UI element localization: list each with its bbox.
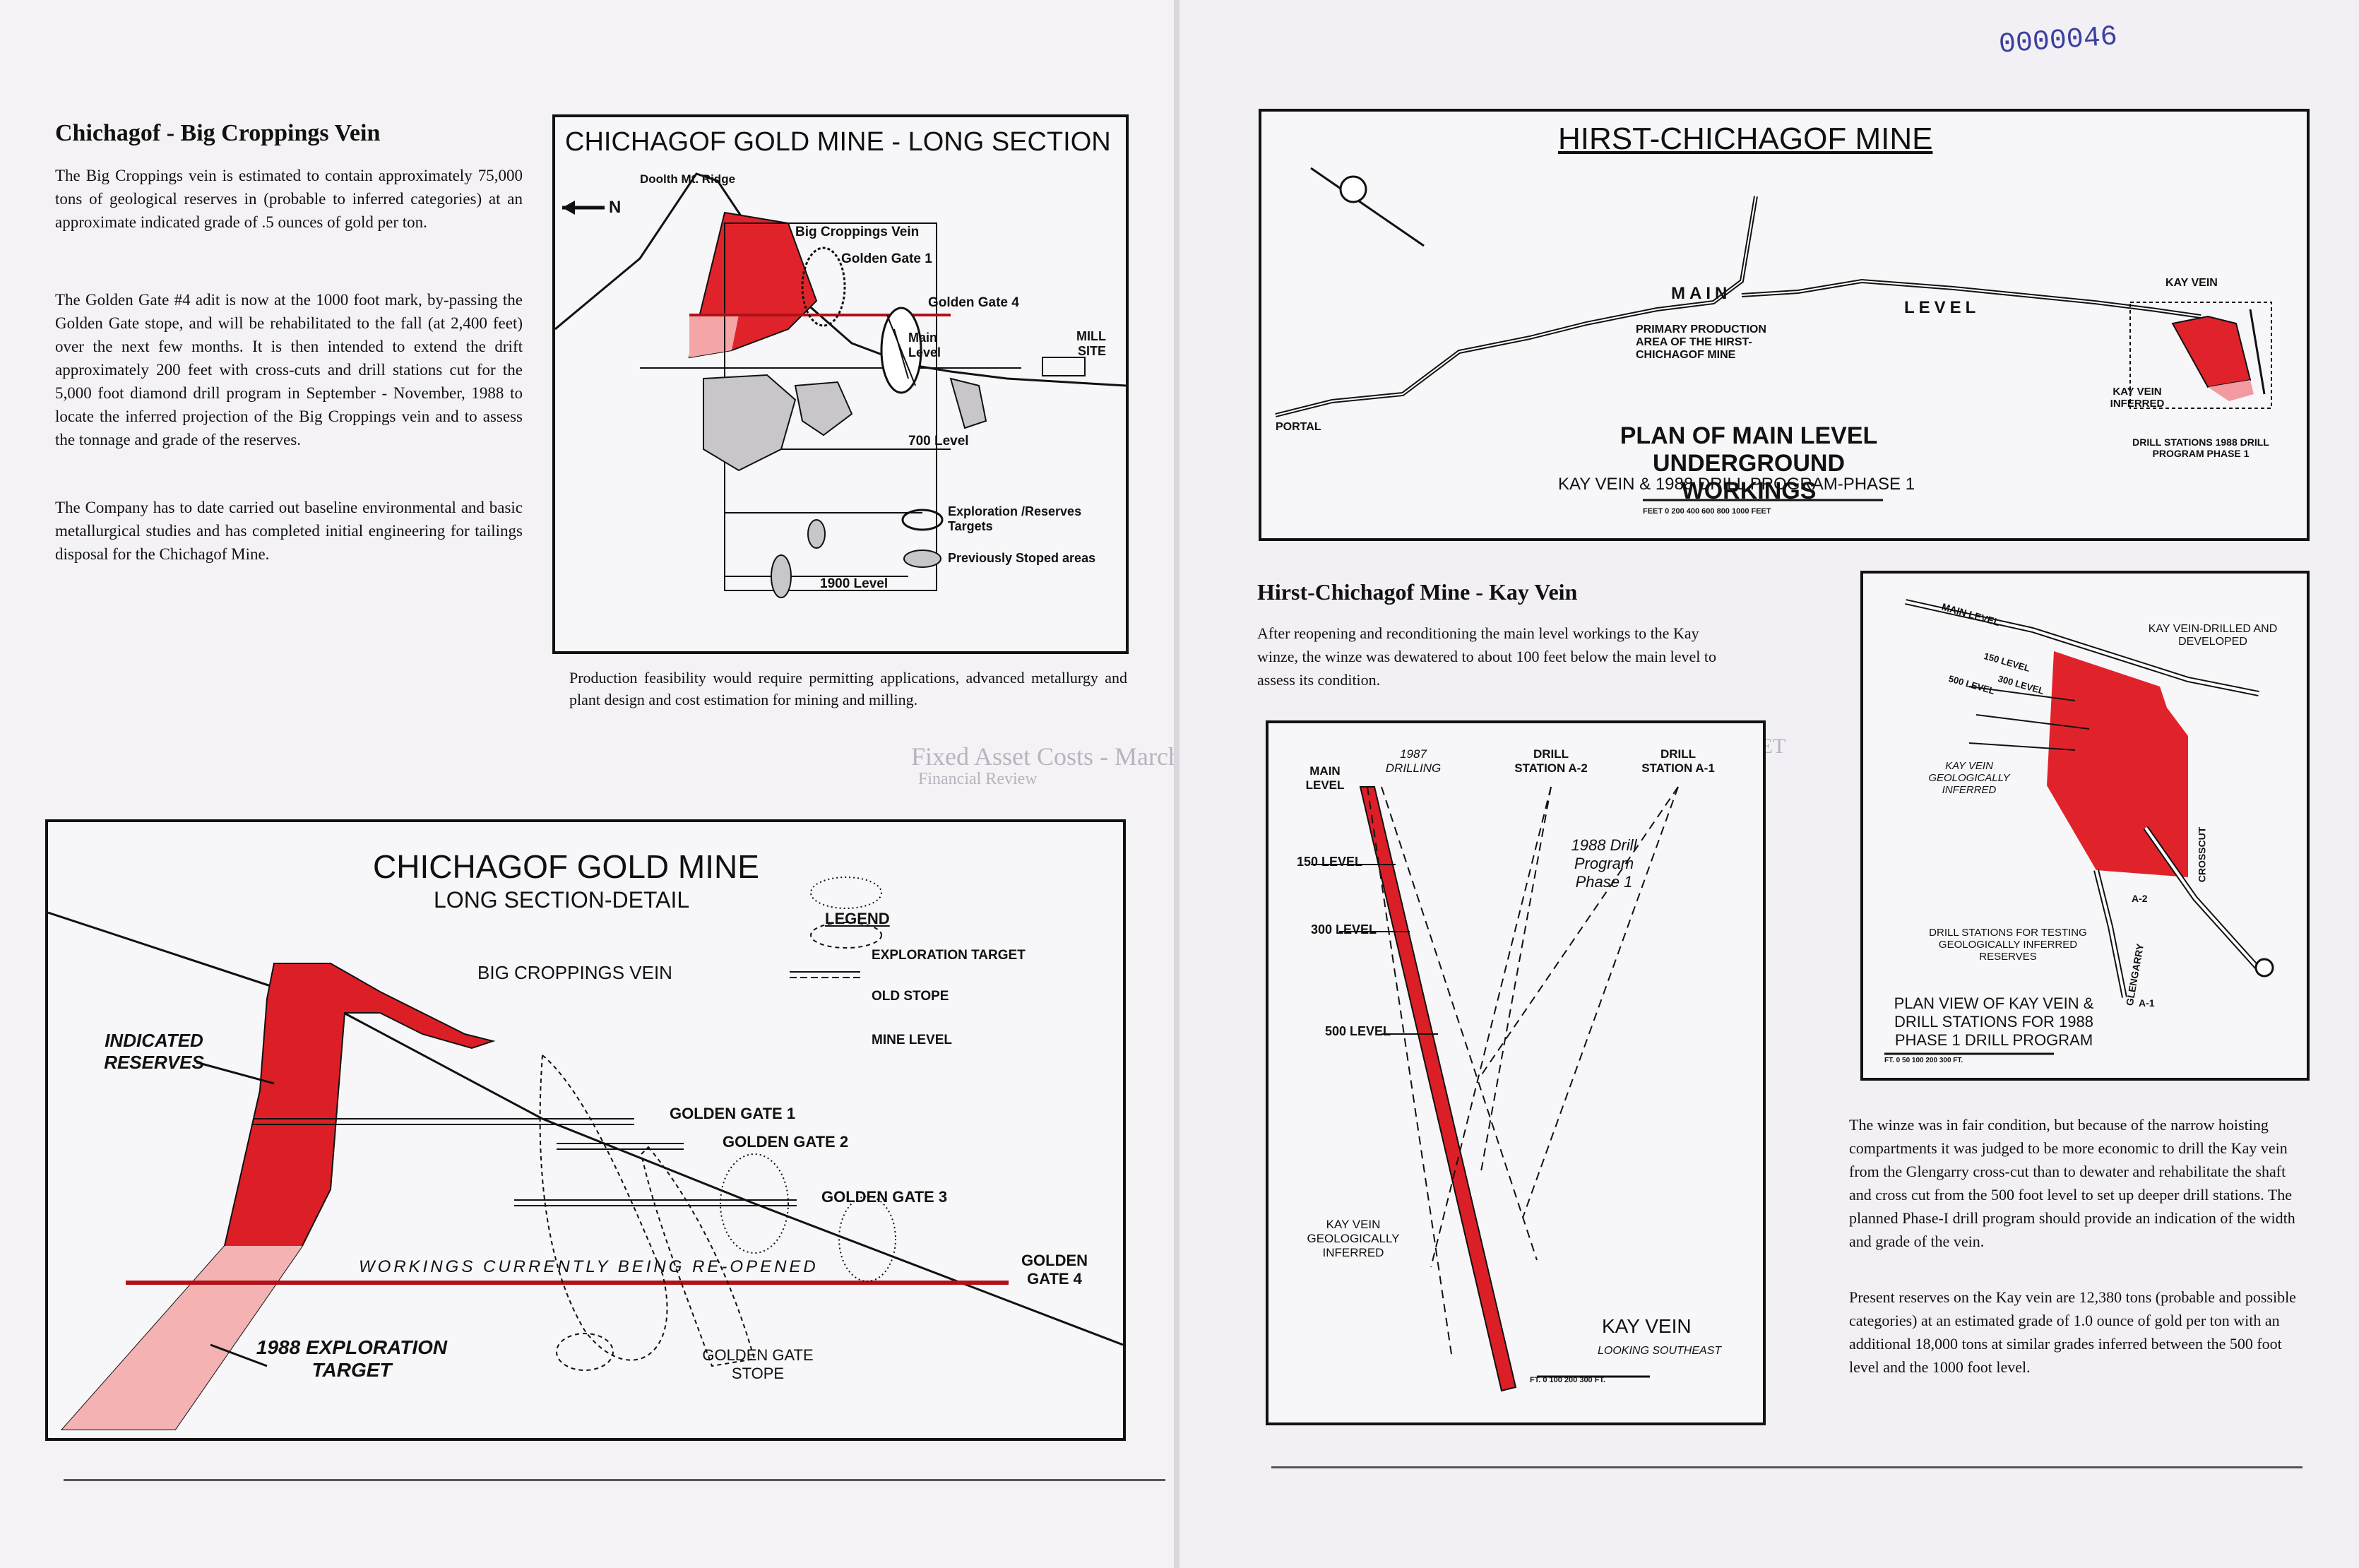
section-300-level: 300 LEVEL — [1311, 922, 1377, 937]
long-section-figure: CHICHAGOF GOLD MINE - LONG SECTION Doolt… — [552, 114, 1129, 654]
long-section-title: CHICHAGOF GOLD MINE - LONG SECTION — [565, 127, 1111, 157]
kay-vein-para-3: Present reserves on the Kay vein are 12,… — [1849, 1288, 2296, 1376]
gg4-label: GOLDEN GATE 4 — [1021, 1252, 1088, 1288]
kay-inferred-label: KAY VEIN INFERRED — [2110, 386, 2165, 410]
pv-crosscut: CROSSCUT — [2196, 826, 2208, 883]
kay-plan-view-figure: MAIN LEVEL KAY VEIN-DRILLED AND DEVELOPE… — [1860, 571, 2310, 1081]
pv-drilled: KAY VEIN-DRILLED AND DEVELOPED — [2148, 623, 2278, 648]
left-bottom-rule — [64, 1479, 1165, 1481]
pv-title: PLAN VIEW OF KAY VEIN & DRILL STATIONS F… — [1894, 994, 2094, 1049]
section-title: KAY VEIN — [1602, 1315, 1692, 1337]
indicated-reserves-label: INDICATED RESERVES — [104, 1030, 204, 1073]
drill-stations-label: DRILL STATIONS 1988 DRILL PROGRAM PHASE … — [2132, 436, 2269, 459]
golden-gate-1-label: Golden Gate 1 — [841, 251, 932, 266]
exploration-target-label: 1988 EXPLORATION TARGET — [256, 1336, 448, 1381]
plan-scale: FEET 0 200 400 600 800 1000 FEET — [1643, 507, 1771, 516]
section-ds-a1: DRILL STATION A-1 — [1641, 747, 1715, 775]
legend-targets-label: Exploration /Reserves Targets — [948, 504, 1082, 533]
pv-a2: A-2 — [2132, 893, 2148, 904]
section-ds-a2: DRILL STATION A-2 — [1514, 747, 1588, 775]
golden-gate-4-label: Golden Gate 4 — [928, 295, 1019, 310]
plan-caption: KAY VEIN & 1988 DRILL PROGRAM-PHASE 1 — [1558, 475, 1915, 494]
long-section-detail-diagram — [48, 877, 1123, 1430]
document-id-stamp: 0000046 — [1997, 21, 2119, 61]
legend-stoped-label: Previously Stoped areas — [948, 551, 1096, 565]
portal-label: PORTAL — [1276, 421, 1321, 433]
primary-area-label: PRIMARY PRODUCTION AREA OF THE HIRST-CHI… — [1636, 323, 1766, 361]
legend-exploration-label: EXPLORATION TARGET — [872, 948, 1026, 963]
level-700-label: 700 Level — [908, 434, 969, 449]
plan-title: HIRST-CHICHAGOF MINE — [1558, 121, 1933, 156]
section-500-level: 500 LEVEL — [1325, 1024, 1391, 1038]
main-level-plan-figure: HIRST-CHICHAGOF MINE MAIN LEVEL PRIMARY … — [1259, 109, 2310, 541]
detail-title: CHICHAGOF GOLD MINE — [373, 848, 759, 885]
long-section-caption: Production feasibility would require per… — [569, 669, 1127, 708]
kay-vein-label: KAY VEIN — [2165, 277, 2218, 289]
pv-inferred: KAY VEIN GEOLOGICALLY INFERRED — [1928, 760, 2010, 796]
big-croppings-para-1: The Big Croppings vein is estimated to c… — [55, 167, 523, 231]
main-level-label: Main Level — [908, 331, 941, 360]
section-150-level: 150 LEVEL — [1297, 855, 1363, 869]
kay-vein-heading: Hirst-Chichagof Mine - Kay Vein — [1257, 579, 1578, 605]
gg1-label: GOLDEN GATE 1 — [670, 1105, 796, 1122]
long-section-diagram — [555, 172, 1126, 598]
big-croppings-vein-label: Big Croppings Vein — [795, 225, 920, 239]
big-croppings-para-2: The Golden Gate #4 adit is now at the 10… — [55, 291, 523, 449]
section-main-level: MAIN LEVEL — [1305, 764, 1345, 792]
kay-vein-para-1: After reopening and reconditioning the m… — [1257, 624, 1716, 689]
plan-main-label: MAIN — [1671, 284, 1732, 303]
kay-vein-section-figure: MAIN LEVEL 1987 DRILLING DRILL STATION A… — [1266, 720, 1766, 1425]
show-through-text: Financial Review — [918, 770, 1038, 788]
detail-subtitle: LONG SECTION-DETAIL — [434, 887, 690, 913]
detail-legend-title: LEGEND — [825, 910, 890, 927]
mill-site-label: MILL SITE — [1076, 329, 1106, 358]
section-inferred: KAY VEIN GEOLOGICALLY INFERRED — [1307, 1218, 1400, 1259]
legend-mine-level-label: MINE LEVEL — [872, 1033, 953, 1047]
gg2-label: GOLDEN GATE 2 — [723, 1133, 849, 1151]
section-program: 1988 Drill Program Phase 1 — [1571, 836, 1637, 891]
golden-gate-stope-label: GOLDEN GATE STOPE — [702, 1346, 814, 1382]
kay-vein-section-diagram — [1311, 786, 1679, 1392]
plan-subtitle: PLAN OF MAIN LEVEL UNDERGROUND WORKINGS — [1620, 422, 1878, 504]
ridge-label: Doolth Mt. Ridge — [640, 172, 736, 186]
legend-old-stope-label: OLD STOPE — [872, 989, 949, 1004]
main-level-plan-diagram — [1275, 167, 2272, 501]
big-croppings-label: BIG CROPPINGS VEIN — [477, 962, 672, 983]
long-section-detail-figure: CHICHAGOF GOLD MINE LONG SECTION-DETAIL … — [45, 819, 1126, 1441]
big-croppings-para-3: The Company has to date carried out base… — [55, 499, 523, 563]
workings-label: WORKINGS CURRENTLY BEING RE-OPENED — [359, 1257, 819, 1276]
plan-level-label: LEVEL — [1904, 298, 1980, 317]
gg3-label: GOLDEN GATE 3 — [821, 1188, 948, 1206]
pv-a1: A-1 — [2139, 997, 2155, 1009]
section-looking: LOOKING SOUTHEAST — [1598, 1345, 1722, 1357]
pv-scale: FT. 0 50 100 200 300 FT. — [1884, 1057, 1963, 1064]
kay-vein-para-2: The winze was in fair condition, but bec… — [1849, 1116, 2295, 1250]
pv-stations: DRILL STATIONS FOR TESTING GEOLOGICALLY … — [1929, 927, 2087, 963]
big-croppings-heading: Chichagof - Big Croppings Vein — [55, 120, 381, 146]
left-page: Fixed Asset Costs - March 31, 1988 Finan… — [0, 0, 1276, 1568]
level-1900-label: 1900 Level — [820, 576, 889, 591]
north-label: N — [609, 198, 622, 217]
section-drilling: 1987 DRILLING — [1385, 747, 1442, 775]
right-page: 0000046 CONSOLIDATED BALANCE SHEET CONSO… — [1180, 0, 2359, 1568]
section-scale: FT. 0 100 200 300 FT. — [1530, 1376, 1606, 1384]
right-bottom-rule — [1271, 1466, 2302, 1468]
kay-plan-view-diagram — [1884, 599, 2274, 1055]
